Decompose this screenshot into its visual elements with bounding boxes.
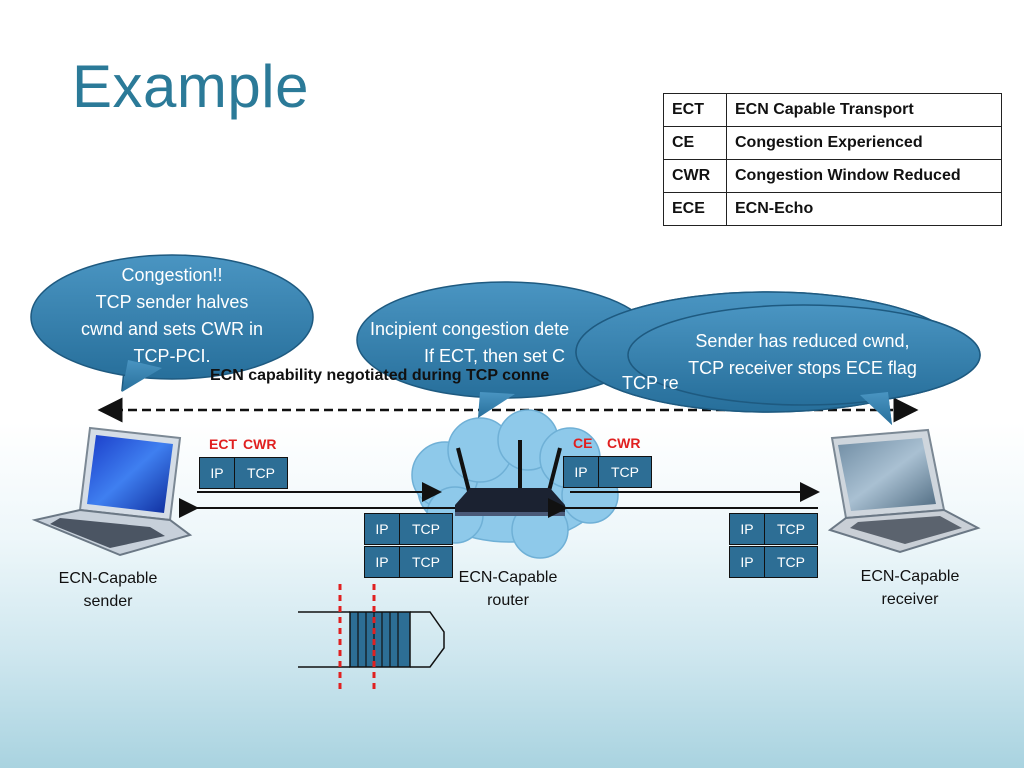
bubble-line: If ECT, then set C (424, 346, 566, 366)
receiver-label-line: ECN-Capable (860, 568, 960, 585)
receiver-front-bubble-text: Sender has reduced cwnd, TCP receiver st… (660, 328, 945, 382)
receiver-label-line: receiver (881, 591, 939, 608)
glossary-abbr: CE (663, 126, 727, 160)
bubble-line: TCP-PCI. (133, 346, 211, 366)
packet-ip-field: IP (200, 458, 235, 488)
router-bubble-text: Incipient congestion dete If ECT, then s… (350, 316, 600, 370)
receiver-back-bubble-text: TCP re (622, 373, 679, 393)
bubble-line: TCP sender halves (95, 292, 249, 312)
packet-tcp-field: TCP (412, 521, 440, 537)
packet-router-return-1: IP TCP (364, 513, 453, 545)
router-label-line: ECN-Capable (458, 569, 558, 586)
receiver-label: ECN-Capable receiver (840, 565, 980, 611)
glossary-abbr: ECE (663, 192, 727, 226)
sender-label-line: sender (83, 593, 133, 610)
cwr-flag: CWR (243, 436, 277, 452)
receiver-laptop-icon (827, 428, 981, 554)
packet-router-forward: IP TCP (563, 456, 652, 488)
packet-sender-forward: IP TCP (199, 457, 288, 489)
glossary-abbr: ECT (663, 93, 727, 127)
sender-laptop-icon (31, 426, 193, 557)
bubble-line: TCP receiver stops ECE flag (688, 358, 917, 378)
router-label: ECN-Capable router (438, 566, 578, 612)
slide-title: Example (72, 53, 309, 120)
packet-ip-field: IP (365, 514, 400, 544)
packet-router-return-2: IP TCP (364, 546, 453, 578)
packet-ip-field: IP (365, 547, 400, 577)
glossary-full: ECN-Echo (726, 192, 1002, 226)
packet-tcp-field: TCP (412, 554, 440, 570)
packet-tcp-field: TCP (777, 521, 805, 537)
packet-ip-field: IP (730, 547, 765, 577)
router-icon (455, 440, 565, 516)
router-label-line: router (487, 592, 529, 609)
bubble-line: Incipient congestion dete (370, 319, 570, 339)
glossary-full: Congestion Experienced (726, 126, 1002, 160)
packet-ip-field: IP (564, 457, 599, 487)
packet-tcp-field: TCP (247, 465, 275, 481)
negotiation-label: ECN capability negotiated during TCP con… (210, 367, 550, 384)
sender-label: ECN-Capable sender (38, 567, 178, 613)
packet-ip-field: IP (730, 514, 765, 544)
ect-flag: ECT (209, 436, 237, 452)
packet-tcp-field: TCP (611, 464, 639, 480)
packet-receiver-return-1: IP TCP (729, 513, 818, 545)
sender-label-line: ECN-Capable (58, 570, 158, 587)
sender-bubble-text: Congestion!! TCP sender halves cwnd and … (52, 262, 292, 370)
bubble-line: cwnd and sets CWR in (80, 319, 264, 339)
sender-speech-bubble (30, 254, 314, 392)
bubble-line: Sender has reduced cwnd, (695, 331, 910, 351)
packet-tcp-field: TCP (777, 554, 805, 570)
cwr-flag-router: CWR (607, 435, 641, 451)
packet-receiver-return-2: IP TCP (729, 546, 818, 578)
ce-flag: CE (573, 435, 593, 451)
queue-icon (298, 584, 445, 694)
glossary-full: Congestion Window Reduced (726, 159, 1002, 193)
bubble-line: Congestion!! (121, 265, 223, 285)
